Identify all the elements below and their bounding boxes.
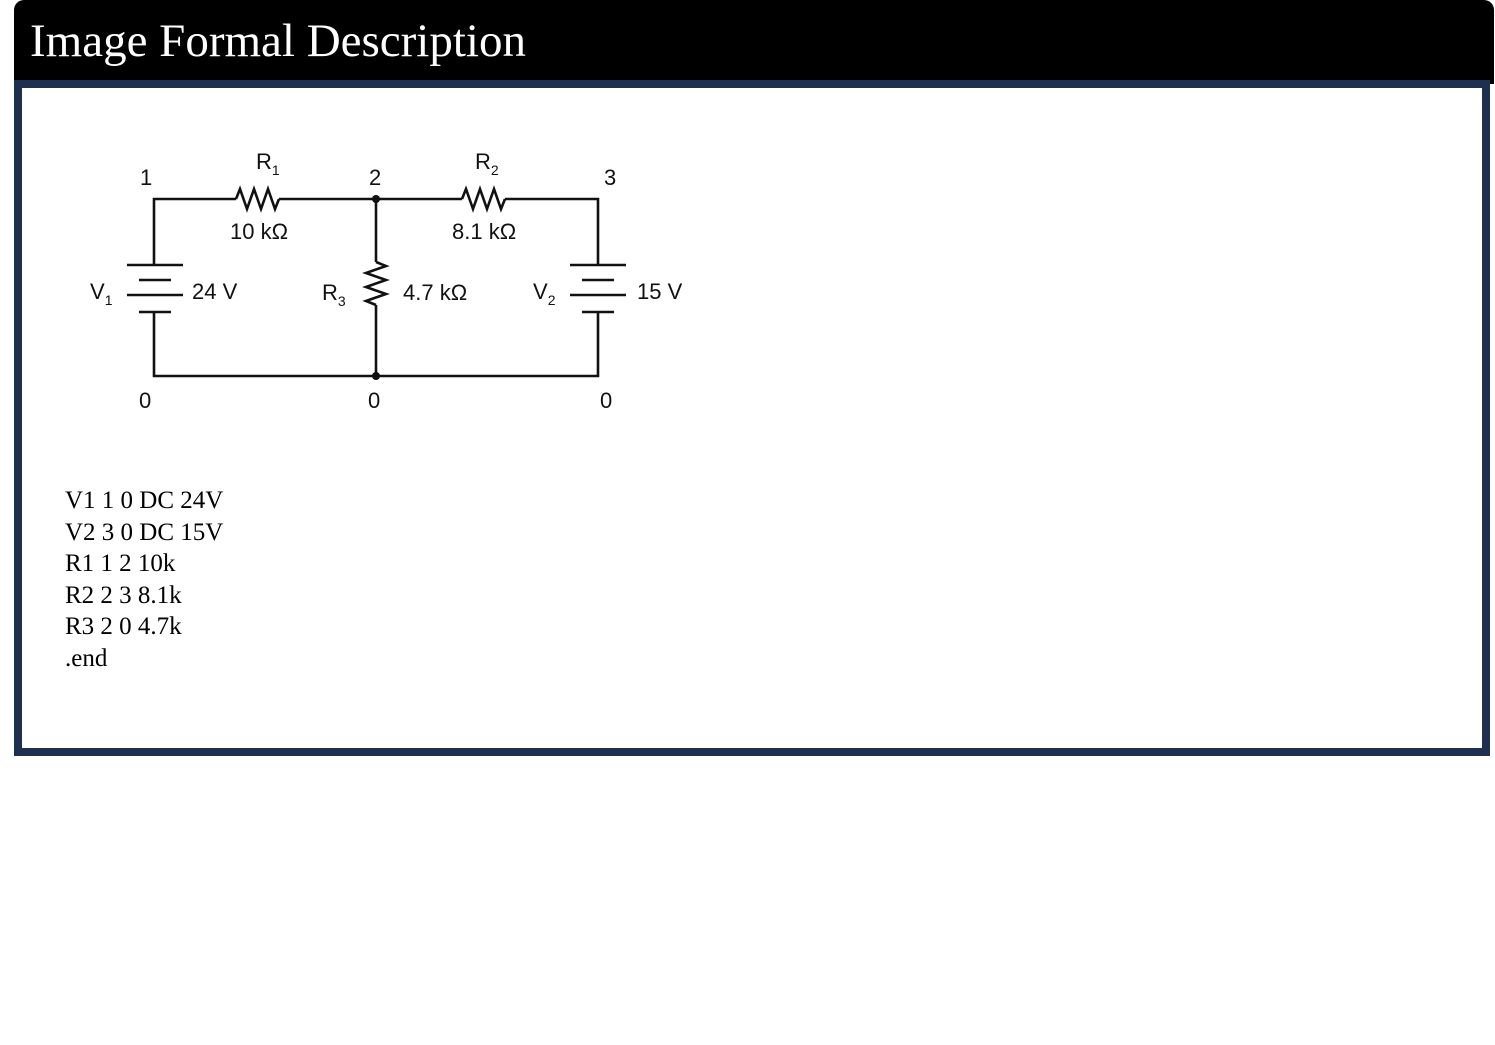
source-v1-value: 24 V — [192, 279, 238, 304]
netlist-line: V1 1 0 DC 24V — [65, 487, 224, 514]
resistor-r2-symbol — [460, 185, 507, 213]
junction-node-2 — [372, 195, 380, 203]
source-v2-value: 15 V — [637, 279, 683, 304]
page-title: Image Formal Description — [30, 15, 526, 67]
netlist-line: .end — [65, 644, 108, 672]
node-label-ground-mid: 0 — [368, 388, 380, 413]
spice-netlist: V1 1 0 DC 24V V2 3 0 DC 15V R1 1 2 10k R… — [65, 485, 223, 675]
netlist-line: R2 2 3 8.1k — [65, 581, 182, 609]
resistor-r3-symbol — [362, 260, 390, 307]
wire-top-left — [152, 197, 236, 265]
resistor-r1-name: R1 — [256, 149, 280, 178]
header-bar: Image Formal Description — [14, 0, 1494, 84]
node-label-3: 3 — [604, 165, 616, 190]
junction-ground — [372, 372, 380, 380]
netlist-line: R3 2 0 4.7k — [65, 613, 182, 641]
source-v1-name: V1 — [90, 279, 113, 308]
node-label-ground-left: 0 — [139, 388, 151, 413]
content-panel — [14, 80, 1490, 756]
resistor-r1-symbol — [234, 185, 281, 213]
circuit-diagram: 1 2 3 0 0 0 R1 10 kΩ R2 8.1 kΩ R3 4.7 kΩ… — [90, 149, 683, 413]
resistor-r3-name: R3 — [322, 280, 346, 309]
resistor-r3-value: 4.7 kΩ — [403, 280, 467, 305]
netlist-line: R1 1 2 10k — [65, 550, 176, 578]
netlist-line: V2 3 0 DC 15V — [65, 518, 224, 546]
resistor-r1-value: 10 kΩ — [230, 219, 288, 244]
resistor-r2-name: R2 — [475, 149, 499, 178]
wire-top-right — [505, 197, 600, 265]
node-label-1: 1 — [140, 165, 152, 190]
node-label-2: 2 — [369, 165, 381, 190]
source-v2-name: V2 — [533, 279, 556, 308]
node-label-ground-right: 0 — [600, 388, 612, 413]
resistor-r2-value: 8.1 kΩ — [452, 219, 516, 244]
